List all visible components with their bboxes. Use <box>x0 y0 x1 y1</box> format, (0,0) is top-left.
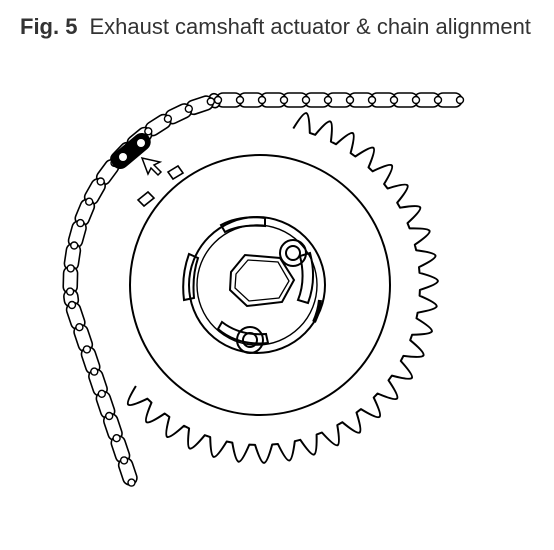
figure-caption: Fig. 5 Exhaust camshaft actuator & chain … <box>20 14 531 40</box>
chain-pin <box>82 345 92 354</box>
chain-pin <box>367 95 377 105</box>
chain-pin <box>206 97 216 106</box>
chain-pin <box>213 95 223 105</box>
chain-pin <box>235 95 245 105</box>
chain-pin <box>345 95 355 105</box>
figure-label: Fig. 5 <box>20 14 78 39</box>
timing-tabs <box>136 164 185 208</box>
chain-pin <box>112 434 121 443</box>
chain-pin <box>75 323 84 332</box>
hex-bolt <box>228 253 296 308</box>
chain-pin <box>127 478 136 487</box>
chain-pin <box>433 95 443 105</box>
actuator-hub <box>182 216 326 354</box>
chain-pin <box>257 95 267 105</box>
chain-pin <box>69 241 79 250</box>
chain-pin <box>323 95 333 105</box>
sprocket-teeth <box>126 112 439 464</box>
alignment-link <box>111 133 151 169</box>
chain-pin <box>104 411 114 421</box>
chain-pin <box>65 287 75 296</box>
alignment-arrow-icon <box>140 156 163 177</box>
chain-pin <box>119 456 129 465</box>
chain-pin <box>163 114 173 124</box>
chain-pin <box>96 177 105 186</box>
chain-pin <box>90 367 99 376</box>
chain-pin <box>455 95 465 105</box>
chain-pin <box>301 95 311 105</box>
chain-pin <box>67 300 77 310</box>
chain-pin <box>411 95 421 105</box>
chain-pin <box>97 389 107 398</box>
chain-pin <box>389 95 399 105</box>
chain-pin <box>84 197 94 206</box>
figure-title: Exhaust camshaft actuator & chain alignm… <box>89 14 531 39</box>
chain-pin <box>184 104 194 114</box>
chain-pin <box>144 127 153 136</box>
chain-pin <box>66 264 75 273</box>
sprocket-inner-disc <box>129 154 391 416</box>
chain-pin <box>279 95 289 105</box>
timing-chain <box>62 92 465 487</box>
chain-pin <box>76 218 85 228</box>
